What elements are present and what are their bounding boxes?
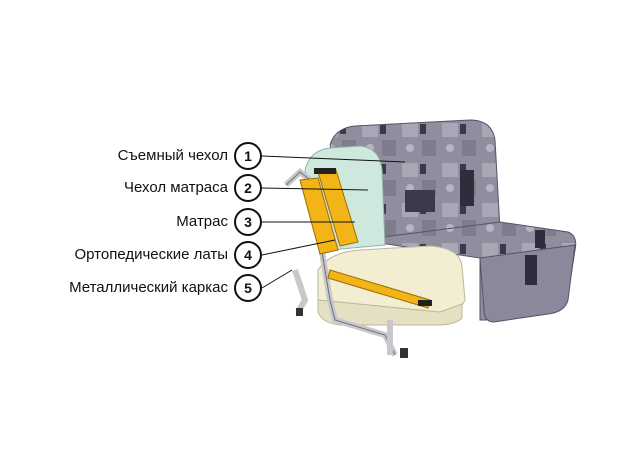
frame-foot: [400, 348, 408, 358]
orthopedic-slat: [299, 177, 339, 255]
callout-label-2: Чехол матраса: [124, 179, 228, 196]
callout-label-1: Съемный чехол: [117, 147, 228, 164]
callout-label-5: Металлический каркас: [69, 279, 228, 296]
slat-holder: [418, 300, 432, 306]
fabric-print: [460, 170, 474, 206]
leader-line-4: [261, 239, 336, 256]
callout-number-4: 4: [234, 241, 262, 269]
callout-number-2: 2: [234, 174, 262, 202]
callout-leaders: [261, 155, 406, 289]
callout-label-4: Ортопедические латы: [74, 246, 228, 263]
leader-line-2: [261, 187, 369, 191]
leader-line-1: [261, 155, 406, 163]
callout-number-1: 1: [234, 142, 262, 170]
fabric-print: [535, 230, 545, 248]
fabric-print: [525, 255, 537, 285]
fabric-print: [405, 190, 435, 212]
metal-frame-leg: [292, 269, 309, 314]
frame-foot: [296, 308, 303, 316]
callout-number-5: 5: [234, 274, 262, 302]
leader-line-5: [261, 269, 293, 289]
callout-label-3: Матрас: [176, 213, 228, 230]
mattress-edge: [317, 299, 463, 326]
callout-number-3: 3: [234, 208, 262, 236]
slat-holder: [314, 168, 336, 174]
orthopedic-slat: [327, 269, 431, 309]
